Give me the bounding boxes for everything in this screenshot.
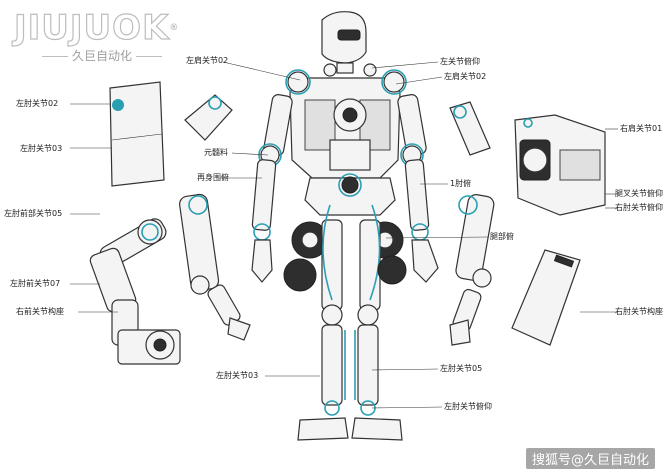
left-shoulder-ring: [285, 69, 311, 95]
label-hip-yaw-pitch: 腿叉关节俯仰: [615, 189, 663, 198]
part-left-forearm-cover: [109, 81, 165, 187]
left-hand: [251, 239, 273, 283]
left-foot: [297, 417, 349, 441]
waist-joint-ring: [338, 173, 362, 197]
label-left-shoulder-02-right: 左肩关节02: [444, 72, 487, 81]
left-forearm: [251, 159, 277, 231]
part-left-arm-chain: [179, 193, 251, 341]
waist-joint: [341, 176, 359, 194]
label-lower-arm-joint: 再身围俯: [197, 173, 229, 182]
label-right-wrist-base: 右前关节构座: [16, 307, 64, 316]
right-foot: [351, 417, 403, 441]
left-shoulder-joint: [287, 71, 309, 93]
part-right-shoulder-piece: [449, 101, 491, 156]
label-knee-pitch: 腿部俯: [490, 232, 514, 241]
label-right-elbow-base: 右肘关节构座: [615, 307, 663, 316]
part-right-forearm-cover: [511, 249, 581, 346]
brand-logo-text: JIUJUOK: [13, 7, 170, 48]
label-waist-joint: 元髓料: [204, 148, 228, 157]
part-left-articulated-arm: [89, 218, 181, 365]
right-shin: [357, 324, 379, 406]
right-thigh: [359, 219, 381, 311]
label-left-elbow-03-bottom: 左肘关节03: [216, 371, 259, 380]
left-shin: [321, 324, 343, 406]
label-left-elbow-05: 左肘关节05: [440, 364, 483, 373]
robot-figure: [251, 11, 439, 441]
label-joint-01-pitch: 1肘俯: [450, 179, 472, 188]
label-left-forearm-05: 左肘前部关节05: [4, 209, 63, 218]
label-left-shoulder-02: 左肩关节02: [186, 56, 229, 65]
brand-subtitle-text: 久巨自动化: [71, 49, 132, 63]
right-shoulder-ring: [381, 69, 407, 95]
brand-subtitle: 久巨自动化: [20, 48, 184, 64]
label-left-forearm-07: 左肘前关节07: [10, 279, 61, 288]
right-knee: [357, 304, 379, 326]
neck-left-joint: [323, 63, 337, 77]
part-left-shoulder-bracket: [184, 94, 233, 141]
head-visor: [337, 29, 361, 41]
right-knee-motor: [377, 255, 407, 285]
left-thigh-accent: [322, 204, 333, 301]
left-thigh: [321, 219, 343, 311]
watermark: 搜狐号@久巨自动化: [525, 448, 655, 469]
left-ankle-ring: [324, 400, 340, 416]
right-hand: [411, 239, 439, 283]
leader-lines: [70, 61, 618, 409]
abdomen-block: [329, 139, 371, 171]
label-left-joint-top: 左关节俯仰: [440, 57, 480, 66]
label-left-elbow-03: 左肘关节03: [20, 144, 63, 153]
label-right-elbow-pitch: 右肘关节俯仰: [615, 203, 663, 212]
label-left-elbow-02: 左肘关节02: [16, 99, 59, 108]
left-knee-motor: [283, 258, 317, 292]
brand-logo: JIUJUOK®: [13, 7, 186, 48]
right-shoulder-joint: [383, 71, 405, 93]
left-hip-cap: [301, 231, 319, 249]
neck-right-joint: [363, 63, 377, 77]
right-forearm: [404, 159, 430, 231]
label-left-joint-pitch-bottom: 左肘关节俯仰: [444, 402, 492, 411]
part-right-motor-block: [514, 114, 606, 216]
robot-neck: [336, 62, 354, 74]
left-knee: [321, 304, 343, 326]
right-thigh-accent: [369, 204, 381, 301]
part-right-arm-chain: [449, 194, 495, 346]
registered-mark: ®: [169, 23, 180, 33]
chest-core-center: [342, 107, 358, 123]
label-right-shoulder-joint: 右肩关节01: [620, 124, 663, 133]
